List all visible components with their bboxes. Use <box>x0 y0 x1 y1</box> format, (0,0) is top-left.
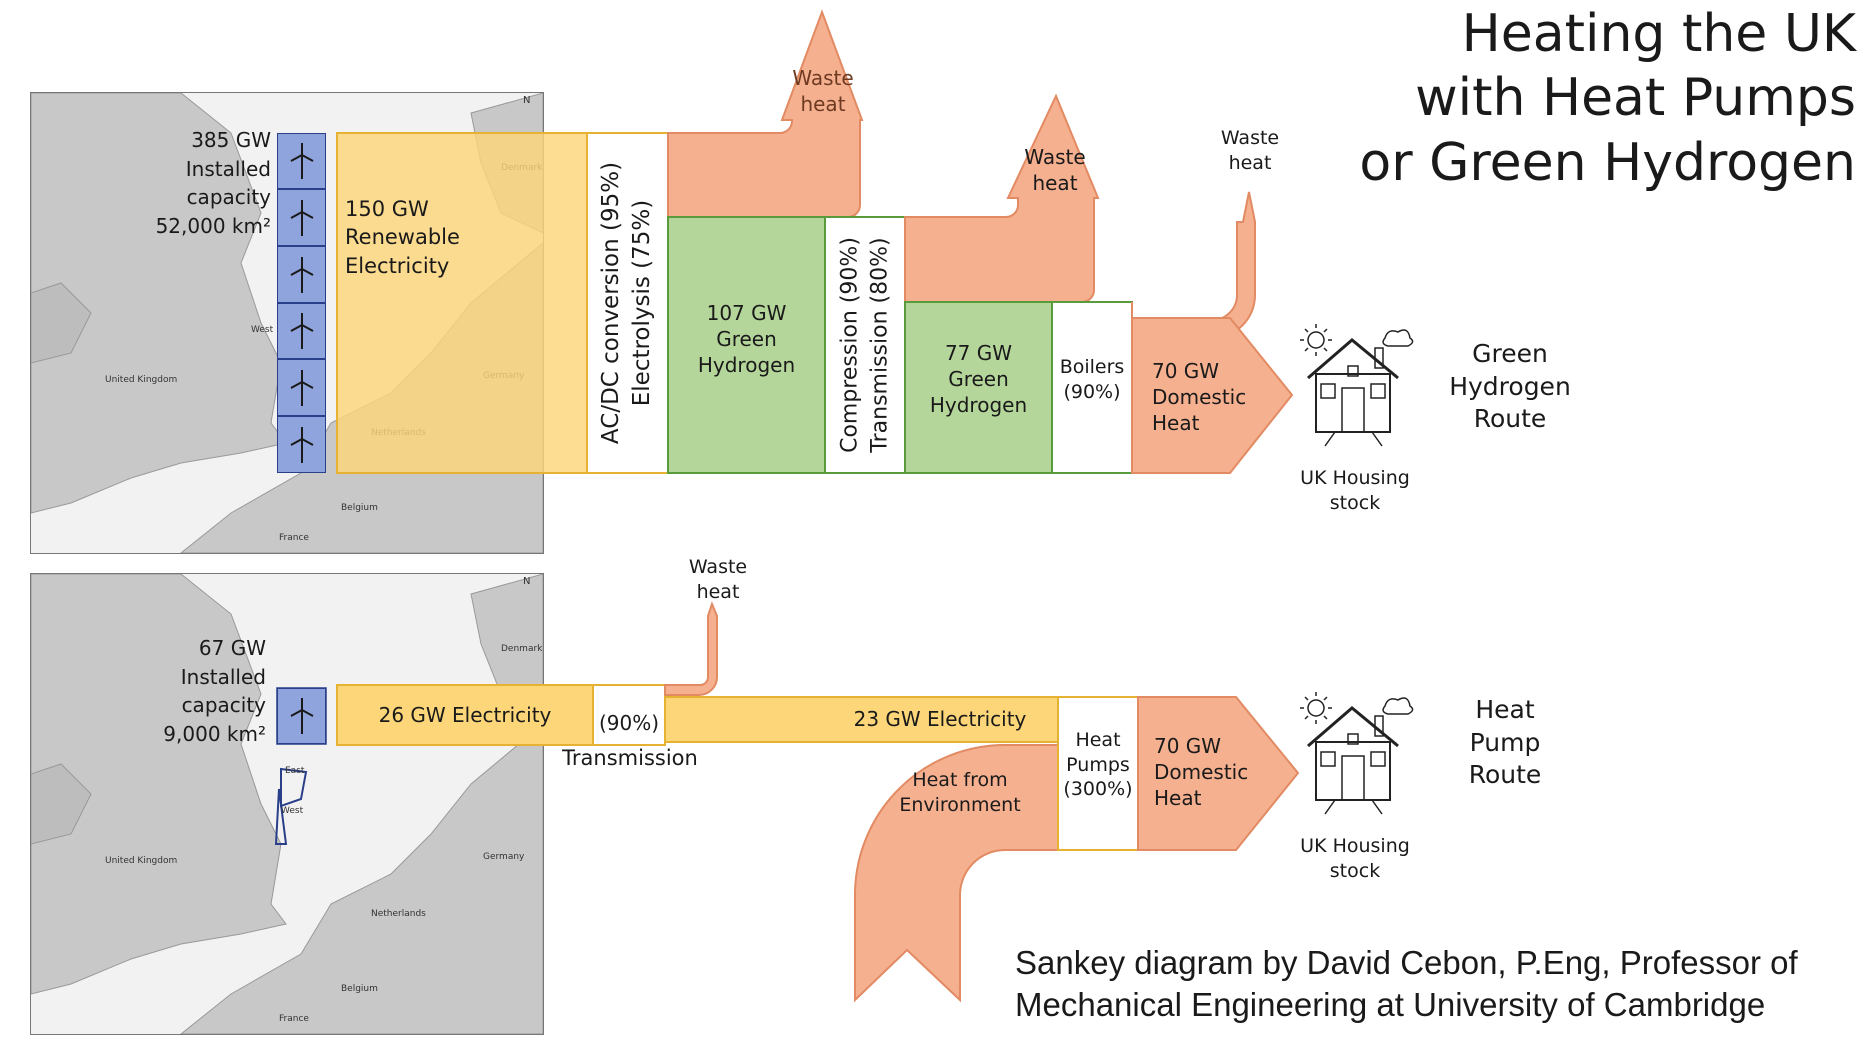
title-line-1: Heating the UK <box>1461 4 1856 64</box>
house-icon <box>1300 324 1414 447</box>
waste-heat-label-4: Waste heat <box>688 556 748 603</box>
domestic-heat-label-2: 70 GW Domestic Heat <box>1154 734 1249 810</box>
title-line-2: with Heat Pumps <box>1415 68 1856 129</box>
wind-turbine-icon <box>277 189 326 246</box>
waste-heat-flow-3 <box>1131 191 1256 339</box>
transmission-efficiency-label: (90%) <box>598 711 660 735</box>
renewable-electricity-label: 150 GW Renewable Electricity <box>345 197 460 278</box>
boilers-label: Boilers (90%) <box>1059 356 1125 403</box>
installed-capacity-label-1: 385 GW Installed capacity 52,000 km² <box>155 128 271 238</box>
green-hydrogen-bar-2 <box>904 301 1053 474</box>
diagram-title: Heating the UK with Heat Pumps or Green … <box>1359 2 1856 195</box>
wind-turbine-icon <box>277 303 326 359</box>
heat-from-environment-flow <box>854 744 1059 1003</box>
map-label-east: East <box>285 766 305 776</box>
map-label-france: France <box>279 533 309 543</box>
north-arrow-icon: N <box>523 95 531 106</box>
map-label-france: France <box>279 1014 309 1024</box>
wind-turbine-icon <box>277 359 326 416</box>
map-label-germany: Germany <box>483 852 525 862</box>
heat-from-environment-label: Heat from Environment <box>899 769 1021 816</box>
domestic-heat-arrow-1 <box>1131 317 1294 474</box>
map-land-shapes <box>31 574 543 1034</box>
transmission-box <box>592 684 666 746</box>
map-label-netherlands: Netherlands <box>371 909 426 919</box>
electricity-bar-23 <box>664 696 1059 743</box>
green-hydrogen-label-1: 107 GW Green Hydrogen <box>697 301 796 377</box>
installed-capacity-label-2: 67 GW Installed capacity 9,000 km² <box>163 636 266 746</box>
waste-heat-flow-4-shape <box>664 601 718 696</box>
housing-stock-label-1: UK Housing stock <box>1300 467 1410 514</box>
wind-turbine-icon <box>277 133 326 189</box>
house-icon <box>1300 692 1414 815</box>
green-hydrogen-bar-1 <box>667 216 826 474</box>
compression-transmission-label: Compression (90%) Transmission (80%) <box>837 237 892 453</box>
map-label-belgium: Belgium <box>341 503 378 513</box>
electricity-bar-26 <box>336 684 594 746</box>
route-label-hydrogen: Green Hydrogen Route <box>1449 339 1571 433</box>
title-line-3: or Green Hydrogen <box>1359 132 1856 193</box>
north-arrow-icon: N <box>523 576 531 587</box>
domestic-heat-arrow-2 <box>1137 696 1300 851</box>
route-label-heatpump: Heat Pump Route <box>1468 695 1542 789</box>
map-label-uk: United Kingdom <box>105 375 178 385</box>
green-hydrogen-label-2: 77 GW Green Hydrogen <box>929 341 1028 417</box>
transmission-label: Transmission <box>562 746 698 770</box>
electricity-26-label: 26 GW Electricity <box>378 703 552 727</box>
heatpumps-label: Heat Pumps (300%) <box>1063 729 1133 801</box>
map-label-belgium: Belgium <box>341 984 378 994</box>
compression-box <box>824 216 906 474</box>
waste-heat-label-3: Waste heat <box>1220 127 1280 174</box>
renewable-electricity-bar <box>336 132 588 474</box>
waste-heat-label-1: Waste heat <box>792 66 854 116</box>
domestic-heat-label-1: 70 GW Domestic Heat <box>1152 359 1247 435</box>
wind-turbine-icon <box>277 416 326 473</box>
boilers-box <box>1051 301 1133 474</box>
electricity-23-label: 23 GW Electricity <box>853 707 1027 731</box>
waste-heat-label-2: Waste heat <box>1024 145 1086 195</box>
map-label-denmark: Denmark <box>501 644 543 654</box>
waste-heat-flow-2 <box>904 93 1100 303</box>
housing-stock-label-2: UK Housing stock <box>1300 835 1410 882</box>
map-label-west: West <box>281 806 304 816</box>
heatpumps-box <box>1057 696 1139 851</box>
wind-turbine-icon <box>277 688 326 744</box>
map-north-sea-heatpump: Denmark Germany Netherlands Belgium Fran… <box>30 573 544 1035</box>
wind-turbine-icon <box>277 246 326 303</box>
conversion-efficiency-label: AC/DC conversion (95%) Electrolysis (75%… <box>597 161 655 445</box>
map-label-west: West <box>251 325 274 335</box>
map-label-uk: United Kingdom <box>105 856 178 866</box>
credit-text: Sankey diagram by David Cebon, P.Eng, Pr… <box>1015 944 1798 1023</box>
